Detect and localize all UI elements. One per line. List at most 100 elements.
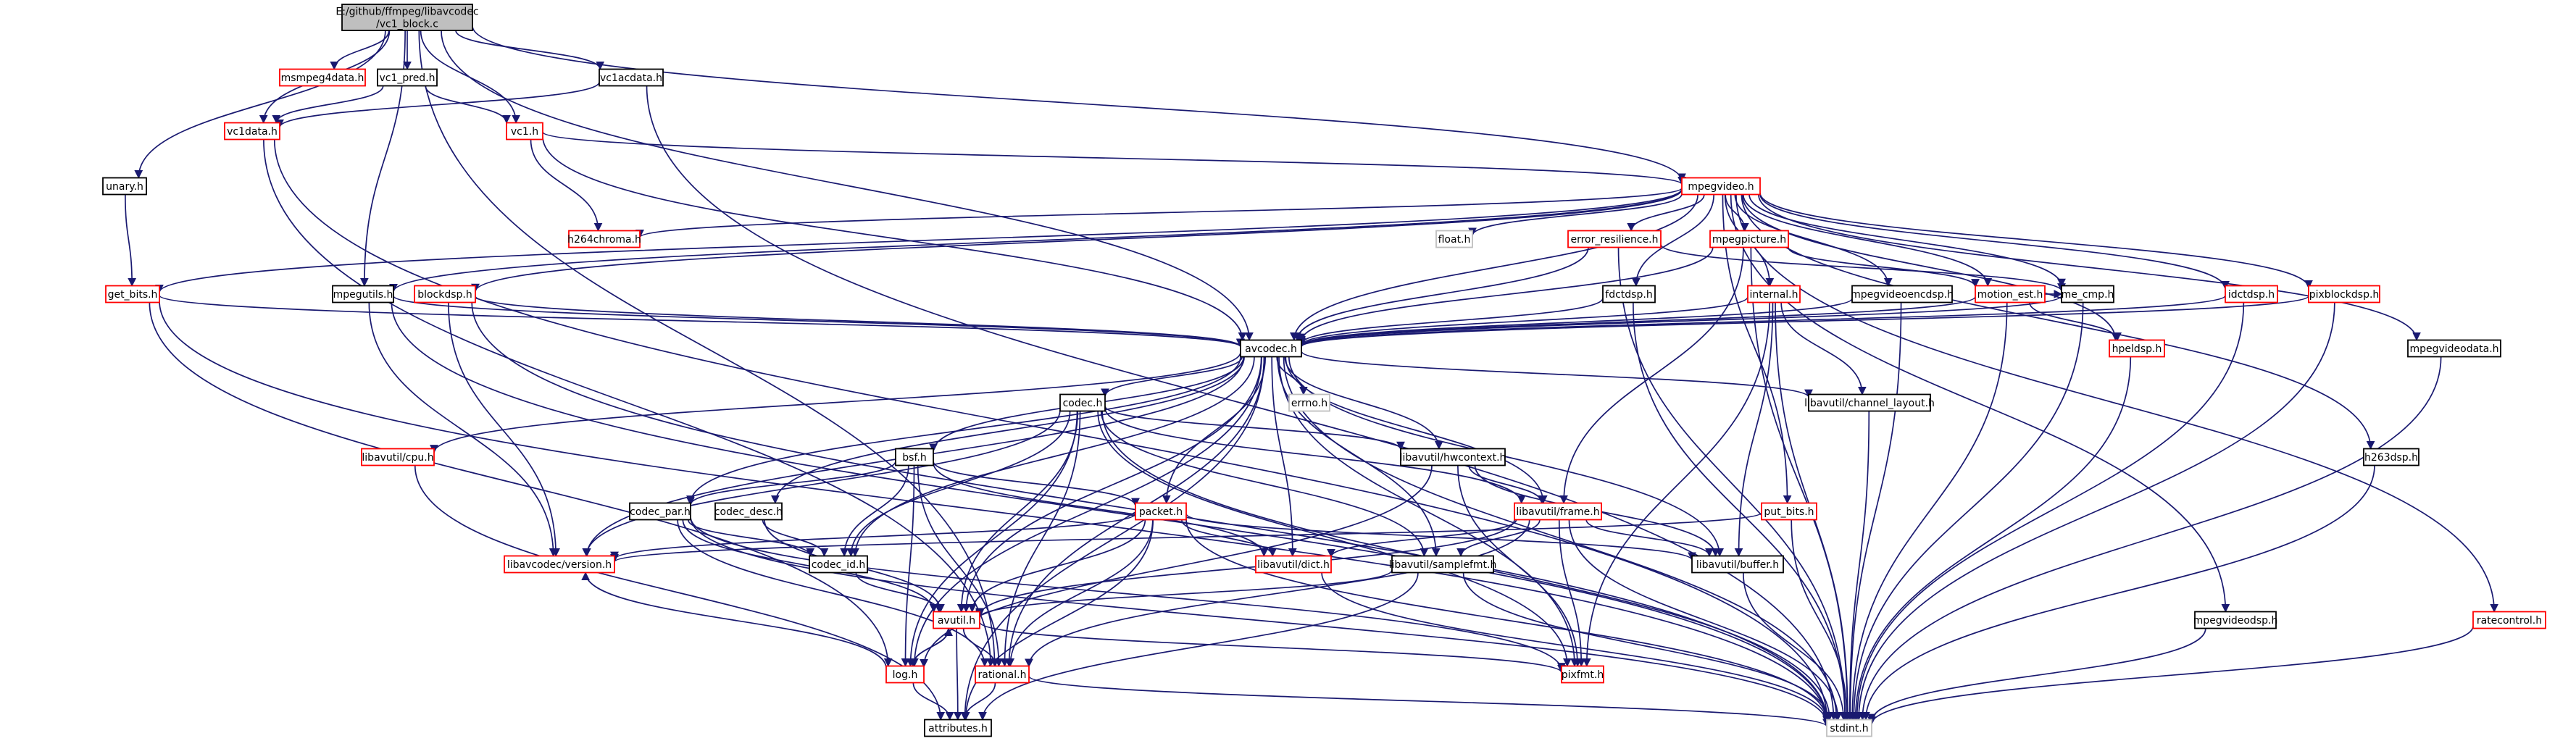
node-avutil[interactable]: avutil.h [933, 611, 980, 629]
node-h263dsp-label: h263dsp.h [2364, 452, 2418, 464]
edge-fdctdsp-to-avcodec [1297, 298, 1604, 345]
node-unary[interactable]: unary.h [102, 177, 147, 196]
edge-hpeldsp-to-stdint [1851, 356, 2132, 721]
node-packet[interactable]: packet.h [1135, 502, 1187, 521]
node-vc1_pred[interactable]: vc1_pred.h [377, 68, 438, 87]
node-mpegutils[interactable]: mpegutils.h [332, 285, 394, 303]
edge-codec_par-to-pixfmt [690, 516, 1566, 672]
node-vc1[interactable]: vc1.h [506, 122, 543, 141]
node-mpegvideodsp-box [2194, 611, 2277, 629]
node-rational[interactable]: rational.h [975, 665, 1030, 684]
node-codec_desc[interactable]: codec_desc.h [714, 502, 783, 521]
node-channel_layout-box [1808, 393, 1931, 412]
node-h263dsp[interactable]: h263dsp.h [2363, 448, 2419, 466]
node-avcodec[interactable]: avcodec.h [1240, 339, 1302, 358]
edge-mpegvideo-to-mpegvideodata [1758, 194, 2421, 341]
edge-internal-to-buffer [1734, 302, 1774, 557]
node-log[interactable]: log.h [885, 665, 925, 684]
node-fdctdsp-label: fdctdsp.h [1605, 289, 1652, 301]
edge-mpegvideodsp-to-stdint [1867, 628, 2206, 723]
node-internal[interactable]: internal.h [1747, 285, 1801, 303]
edge-mpegvideo-to-h264chroma [635, 187, 1683, 238]
node-fdctdsp[interactable]: fdctdsp.h [1602, 285, 1656, 303]
node-put_bits[interactable]: put_bits.h [1761, 502, 1817, 521]
edge-motion_est-to-hpeldsp [2028, 302, 2122, 341]
edge-codec-to-version [582, 409, 1061, 557]
edge-frame-to-rational [1025, 519, 1530, 668]
node-pixblockdsp[interactable]: pixblockdsp.h [2308, 285, 2380, 303]
edge-fdctdsp-to-stdint [1632, 302, 1850, 721]
node-hwcontext[interactable]: libavutil/hwcontext.h [1400, 448, 1506, 466]
node-channel_layout[interactable]: libavutil/channel_layout.h [1804, 393, 1935, 412]
node-samplefmt-label: libavutil/samplefmt.h [1389, 559, 1497, 571]
edge-codec-to-rational [1000, 411, 1081, 667]
node-ratecontrol[interactable]: ratecontrol.h [2472, 611, 2546, 629]
node-h264chroma-box [568, 230, 641, 248]
node-mpegvideo[interactable]: mpegvideo.h [1681, 177, 1761, 196]
node-motion_est[interactable]: motion_est.h [1975, 285, 2046, 303]
node-vc1acdata[interactable]: vc1acdata.h [599, 68, 664, 87]
node-packet-box [1135, 502, 1187, 521]
node-version[interactable]: libavcodec/version.h [504, 555, 615, 574]
node-mpegvideoencdsp-label: mpegvideoencdsp.h [1851, 289, 1954, 301]
edge-mpegvideo-to-get_bits [155, 188, 1683, 293]
node-dict-label: libavutil/dict.h [1257, 559, 1330, 571]
edge-avcodec-to-dict [1271, 356, 1297, 557]
edge-put_bits-to-stdint [1791, 519, 1851, 721]
node-mpegvideo-box [1681, 177, 1761, 196]
edge-mpegvideo-to-ratecontrol [1735, 194, 2499, 613]
node-buffer[interactable]: libavutil/buffer.h [1691, 555, 1784, 574]
node-msmpeg4data[interactable]: msmpeg4data.h [279, 68, 366, 87]
edge-channel_layout-to-stdint [1845, 411, 1870, 721]
edge-root-to-vc1acdata [455, 30, 605, 70]
edge-bsf-to-log [901, 465, 915, 667]
node-codec_par[interactable]: codec_par.h [629, 502, 691, 521]
edge-codec-to-log [906, 411, 1078, 667]
edge-avcodec-to-channel_layout [1301, 351, 1813, 398]
node-codec_id-box [809, 555, 868, 574]
edge-put_bits-to-version [610, 511, 1762, 563]
edge-motion_est-to-stdint [1848, 302, 2008, 721]
node-mpegpicture[interactable]: mpegpicture.h [1709, 230, 1789, 248]
node-hpeldsp[interactable]: hpeldsp.h [2109, 339, 2165, 358]
node-mpegvideo-label: mpegvideo.h [1688, 181, 1754, 193]
node-mpegvideoencdsp-box [1851, 285, 1953, 303]
node-mpegvideoencdsp[interactable]: mpegvideoencdsp.h [1851, 285, 1954, 303]
node-motion_est-box [1975, 285, 2046, 303]
node-mpegvideodata[interactable]: mpegvideodata.h [2407, 339, 2501, 358]
node-mpegvideodsp[interactable]: mpegvideodsp.h [2193, 611, 2278, 629]
node-cpu[interactable]: libavutil/cpu.h [361, 448, 435, 466]
node-me_cmp[interactable]: me_cmp.h [2061, 285, 2114, 303]
edge-avcodec-to-attributes [960, 356, 1265, 721]
node-frame[interactable]: libavutil/frame.h [1514, 502, 1602, 521]
node-samplefmt[interactable]: libavutil/samplefmt.h [1389, 555, 1497, 574]
node-get_bits[interactable]: get_bits.h [105, 285, 160, 303]
node-vc1data-box [224, 122, 280, 141]
node-stdint-label: stdint.h [1830, 723, 1868, 734]
node-error_resilience[interactable]: error_resilience.h [1567, 230, 1662, 248]
node-attributes[interactable]: attributes.h [924, 719, 992, 737]
node-hpeldsp-box [2109, 339, 2165, 358]
node-codec[interactable]: codec.h [1059, 393, 1106, 412]
edge-packet-to-avutil [967, 519, 1146, 613]
edge-mpegvideo-to-put_bits [1722, 194, 1792, 504]
node-h264chroma[interactable]: h264chroma.h [567, 230, 641, 248]
edge-log-to-avutil [912, 627, 954, 666]
edge-hwcontext-to-frame [1468, 465, 1546, 504]
node-vc1data[interactable]: vc1data.h [224, 122, 280, 141]
node-codec_id[interactable]: codec_id.h [809, 555, 868, 574]
edge-frame-to-avutil [975, 519, 1515, 617]
node-log-box [885, 665, 925, 684]
node-codec-box [1059, 393, 1106, 412]
edge-mpegutils-to-stdint [391, 302, 1831, 723]
node-idctdsp[interactable]: idctdsp.h [2225, 285, 2278, 303]
node-blockdsp[interactable]: blockdsp.h [414, 285, 476, 303]
node-h264chroma-label: h264chroma.h [567, 234, 641, 246]
node-attributes-label: attributes.h [928, 723, 988, 734]
node-bsf[interactable]: bsf.h [895, 448, 934, 466]
node-float-label: float.h [1438, 234, 1471, 246]
node-dict[interactable]: libavutil/dict.h [1255, 555, 1332, 574]
node-pixfmt[interactable]: pixfmt.h [1561, 665, 1604, 684]
node-get_bits-label: get_bits.h [108, 289, 158, 301]
